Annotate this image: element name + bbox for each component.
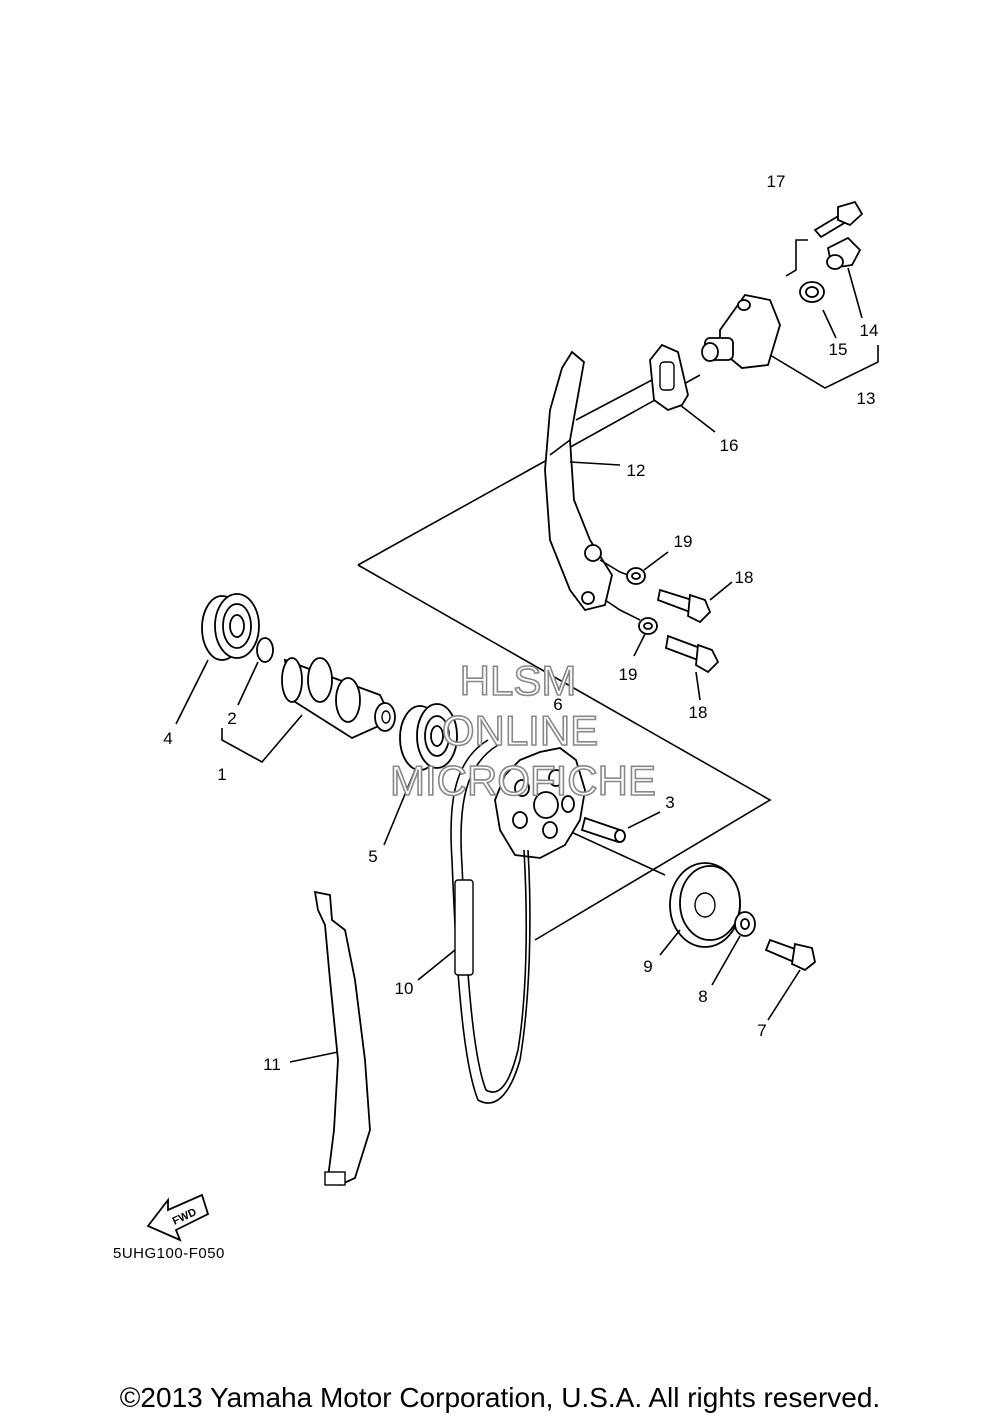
gasket-16	[575, 343, 716, 433]
label-part-4: 4	[163, 729, 172, 748]
bolt-7	[764, 938, 816, 1021]
washer-19-upper	[626, 551, 669, 585]
watermark: HLSM ONLINE MICROFICHE	[389, 656, 657, 805]
copyright-notice: ©2013 Yamaha Motor Corporation, U.S.A. A…	[119, 1382, 881, 1413]
label-part-17: 17	[767, 172, 786, 191]
sprocket-6	[494, 747, 586, 859]
o-ring-2	[237, 637, 274, 706]
fwd-arrow-icon: FWD	[146, 1193, 210, 1242]
cam-chain-10	[417, 739, 531, 1104]
label-part-8: 8	[698, 987, 707, 1006]
watermark-line-3: MICROFICHE	[390, 757, 656, 804]
label-part-15: 15	[829, 340, 848, 359]
tensioner-13	[701, 267, 879, 389]
bolt-18-upper	[656, 581, 733, 624]
drawing-code: 5UHG100-F050	[113, 1245, 225, 1262]
bearing-4	[175, 593, 260, 725]
label-part-12: 12	[627, 461, 646, 480]
label-part-16: 16	[720, 436, 739, 455]
plug-14	[826, 236, 862, 270]
label-part-19-lower: 19	[619, 665, 638, 684]
label-part-14: 14	[860, 321, 879, 340]
label-part-11: 11	[263, 1055, 281, 1074]
bolt-17	[785, 200, 864, 277]
label-part-13: 13	[857, 389, 876, 408]
bearing-5	[383, 703, 458, 846]
chain-guide-12	[544, 350, 641, 621]
part-labels: 1 2 3 4 5 6 7 8 9 10 11 12 13 14 15 16 1…	[163, 172, 878, 1074]
label-part-1: 1	[217, 765, 226, 784]
label-part-18-lower: 18	[689, 703, 708, 722]
gasket-15	[799, 281, 825, 303]
watermark-line-2: ONLINE	[442, 707, 598, 754]
watermark-line-1: HLSM	[460, 657, 577, 704]
label-part-2: 2	[227, 709, 236, 728]
label-part-3: 3	[665, 793, 674, 812]
label-part-9: 9	[643, 957, 652, 976]
camshaft-1	[221, 657, 396, 764]
label-part-5: 5	[368, 847, 377, 866]
bolt-18-lower	[664, 634, 720, 701]
label-part-6: 6	[553, 695, 562, 714]
washer-19-lower	[633, 617, 658, 657]
label-part-19-upper: 19	[674, 532, 693, 551]
pin-3	[580, 811, 661, 844]
label-part-18-upper: 18	[735, 568, 754, 587]
label-part-7: 7	[757, 1021, 766, 1040]
chain-guide-11	[289, 890, 371, 1187]
label-part-10: 10	[395, 979, 414, 998]
washer-8	[711, 911, 756, 986]
decompressor-plate-9	[659, 862, 741, 956]
